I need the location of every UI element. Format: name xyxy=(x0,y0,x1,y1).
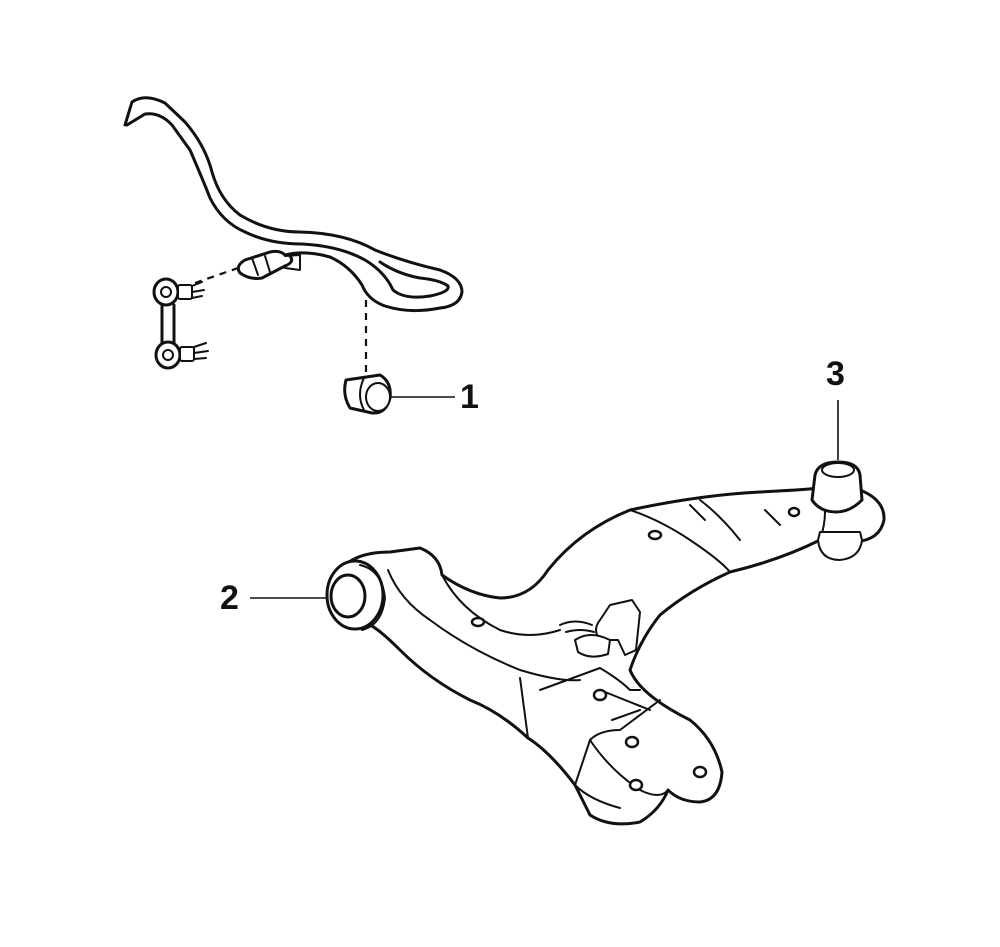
callout-1-label: 1 xyxy=(460,378,479,416)
stabilizer-link-icon xyxy=(152,277,209,370)
lower-arm-front-bushing-icon xyxy=(325,559,386,631)
ball-joint-icon xyxy=(810,460,864,561)
lower-control-arm-icon xyxy=(332,486,886,826)
assembly-guide-line xyxy=(194,266,239,285)
callout-3-label: 3 xyxy=(826,355,845,393)
stabilizer-bar-bushing-icon xyxy=(343,373,392,415)
stabilizer-bar-icon xyxy=(123,96,464,313)
callout-2-label: 2 xyxy=(220,579,239,617)
